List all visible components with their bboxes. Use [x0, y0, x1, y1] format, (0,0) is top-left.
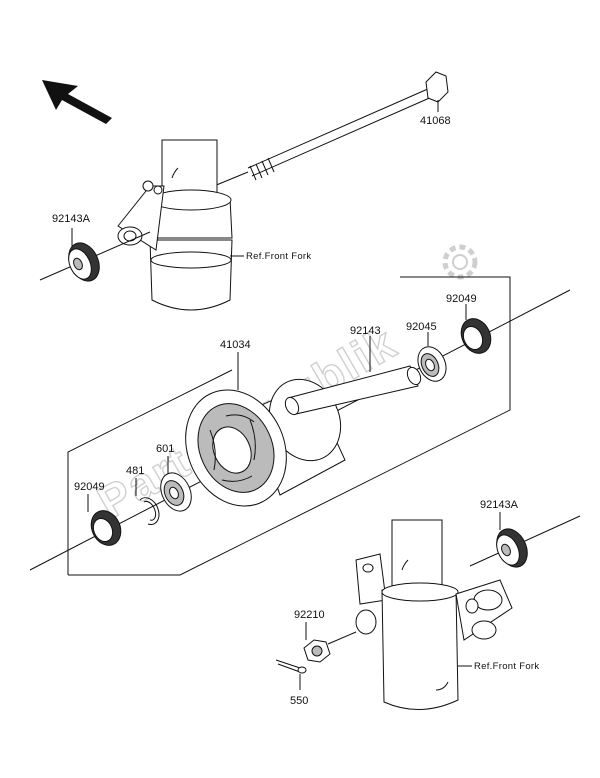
bearing-92045 [417, 332, 447, 382]
label-92049-right: 92049 [446, 293, 477, 305]
collar-92143A-lower [469, 512, 581, 568]
label-92143: 92143 [350, 325, 381, 337]
label-92045: 92045 [406, 321, 437, 333]
front-fork-lower [355, 519, 513, 711]
nut-92210 [303, 622, 357, 663]
axle-41068 [213, 71, 449, 187]
ref-front-fork-lower: Ref.Front Fork [474, 661, 539, 672]
label-92049-left: 92049 [74, 481, 105, 493]
ref-front-fork-upper: Ref.Front Fork [246, 251, 311, 262]
label-41068: 41068 [420, 115, 451, 127]
cotter-pin-550 [275, 659, 307, 690]
collar-92143A-upper [39, 228, 151, 282]
label-92143A-lower: 92143A [480, 499, 519, 511]
circlip-481 [135, 478, 160, 525]
hub-41034 [185, 352, 346, 507]
label-41034: 41034 [220, 339, 251, 351]
seal-92049-left [87, 494, 122, 546]
label-481: 481 [126, 465, 144, 477]
label-92210: 92210 [294, 609, 325, 621]
seal-92049-right [460, 304, 492, 354]
front-fork-upper [117, 139, 233, 311]
direction-arrow-icon [42, 80, 112, 124]
gear-logo-icon [442, 244, 478, 280]
label-550: 550 [290, 695, 308, 707]
spacer-92143 [284, 336, 422, 416]
bearing-601 [160, 456, 192, 512]
label-601: 601 [156, 443, 174, 455]
label-92143A-upper: 92143A [52, 213, 91, 225]
